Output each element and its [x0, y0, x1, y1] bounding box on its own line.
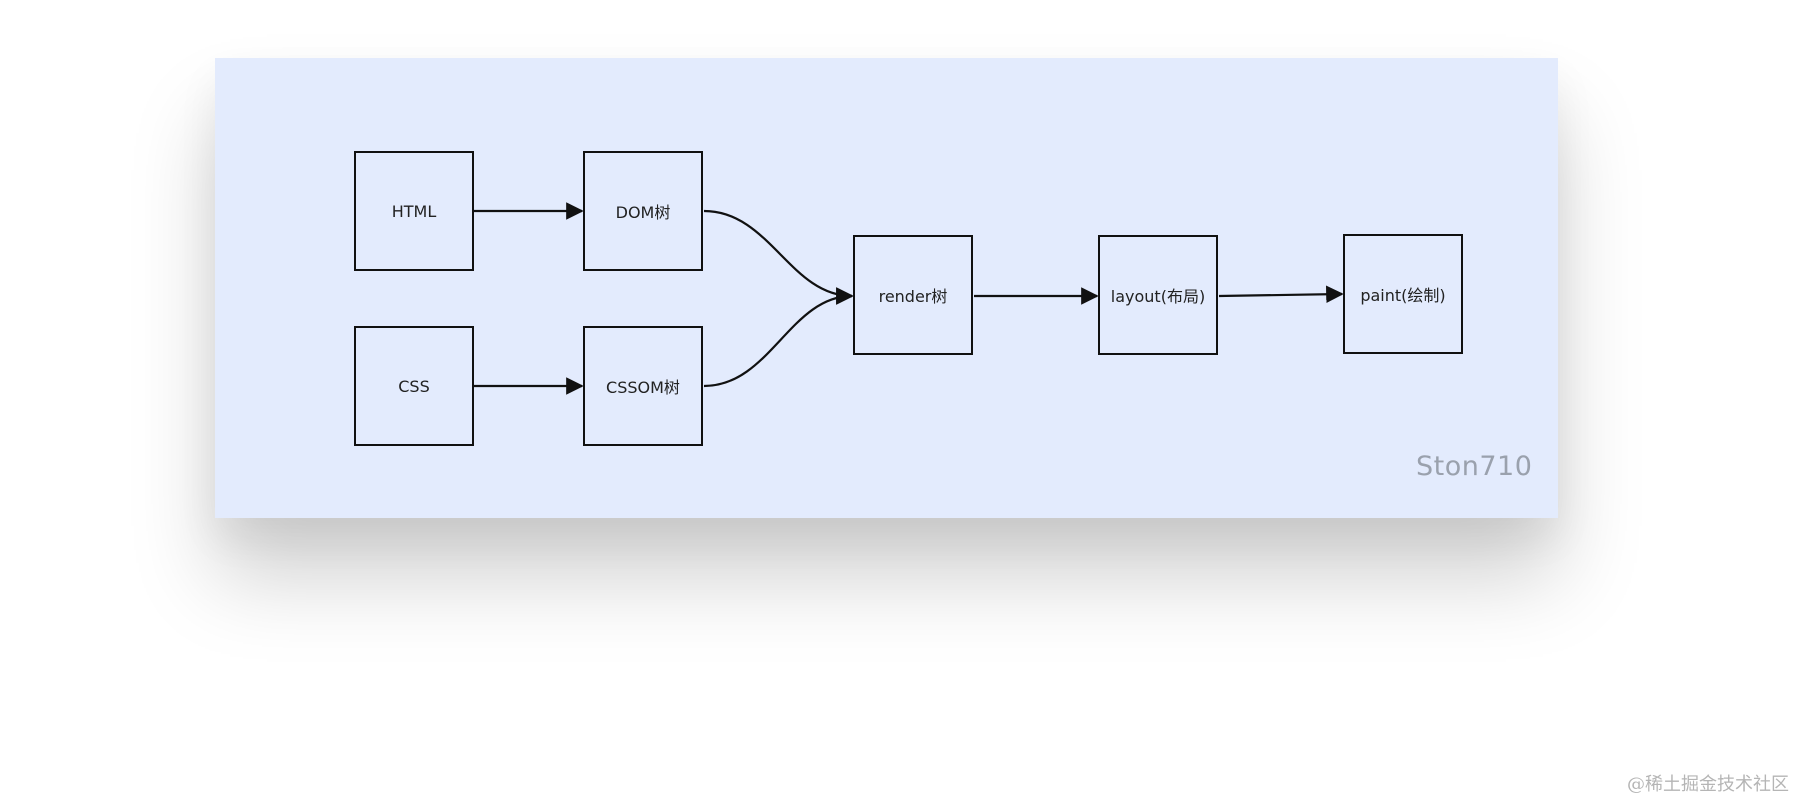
- edge-cssom-render: [703, 287, 854, 388]
- node-paint: paint(绘制): [1343, 234, 1463, 354]
- watermark-label: @稀土掘金技术社区: [1627, 774, 1789, 795]
- edge-layout-paint: [1218, 285, 1344, 304]
- node-dom-label: DOM树: [615, 203, 671, 222]
- node-layout-label: layout(布局): [1110, 287, 1206, 306]
- node-css: CSS: [354, 326, 474, 446]
- node-render: render树: [853, 235, 973, 355]
- author-label: Ston710: [1416, 451, 1533, 482]
- node-paint-label: paint(绘制): [1360, 286, 1446, 305]
- node-cssom-label: CSSOM树: [606, 378, 680, 397]
- node-render-label: render树: [878, 287, 948, 306]
- node-html-label: HTML: [391, 201, 437, 221]
- node-css-label: CSS: [398, 376, 430, 396]
- edge-dom-render: [703, 209, 854, 305]
- node-html: HTML: [354, 151, 474, 271]
- node-layout: layout(布局): [1098, 235, 1218, 355]
- node-cssom: CSSOM树: [583, 326, 703, 446]
- node-dom: DOM树: [583, 151, 703, 271]
